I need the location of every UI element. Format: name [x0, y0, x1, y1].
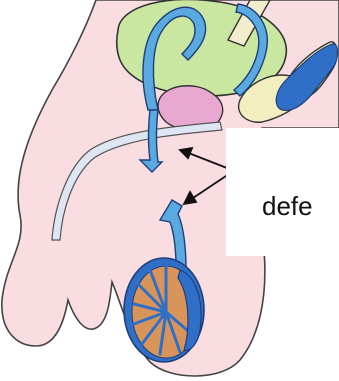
vas-deferens-label: defe — [262, 191, 313, 221]
